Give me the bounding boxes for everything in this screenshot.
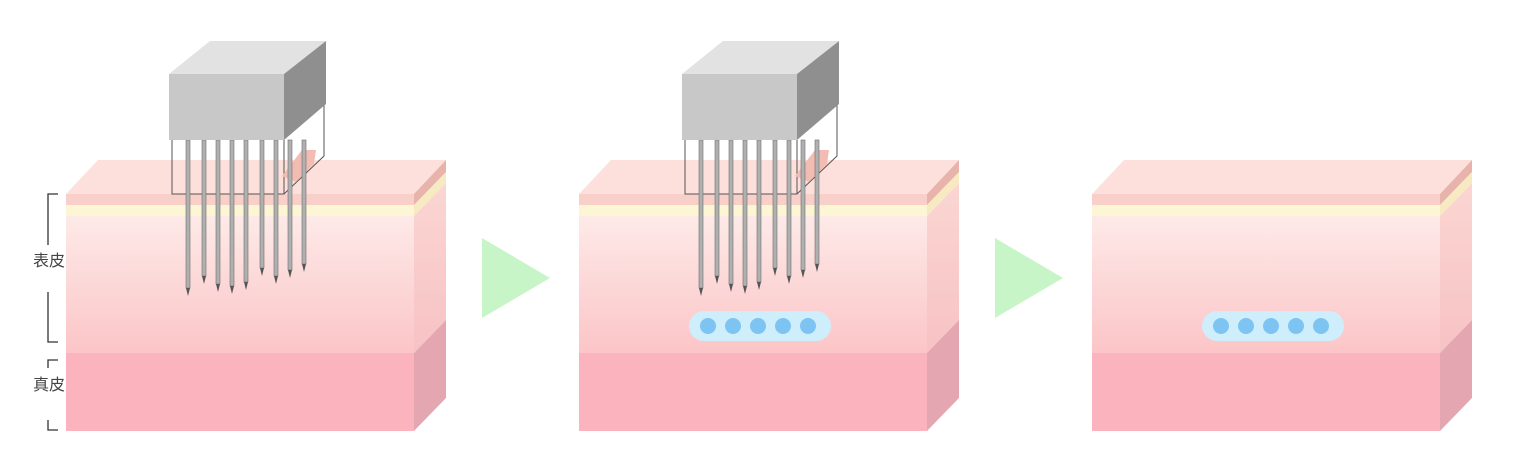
right-face-cream bbox=[1440, 172, 1472, 216]
needle-tip bbox=[715, 276, 719, 284]
device-side-face bbox=[284, 41, 326, 140]
needle-tip bbox=[773, 268, 777, 276]
dermis-bracket bbox=[47, 359, 58, 431]
needle bbox=[185, 139, 191, 289]
needle-tip bbox=[801, 270, 805, 278]
layer-labels: 表皮 真皮 bbox=[33, 193, 65, 431]
device-top-face bbox=[169, 41, 326, 74]
panel-1 bbox=[66, 41, 446, 431]
needle bbox=[756, 139, 762, 283]
right-face-dermis bbox=[927, 320, 959, 431]
right-face-cream bbox=[414, 172, 446, 216]
arrow-right-2 bbox=[995, 238, 1063, 318]
right-face-cream bbox=[927, 172, 959, 216]
epidermis-label: 表皮 bbox=[33, 251, 65, 270]
microneedle-device bbox=[169, 41, 326, 296]
needle bbox=[742, 139, 748, 287]
dermis-front bbox=[1092, 353, 1440, 431]
panel-3 bbox=[1092, 160, 1472, 431]
epidermis-bracket bbox=[47, 193, 58, 343]
needle bbox=[229, 139, 235, 287]
dermis-front bbox=[579, 353, 927, 431]
needle bbox=[287, 139, 293, 271]
skin-block bbox=[66, 160, 446, 431]
panels bbox=[66, 41, 1472, 431]
serum-dot bbox=[775, 318, 791, 334]
serum-dot bbox=[800, 318, 816, 334]
needle bbox=[728, 139, 734, 285]
serum-dot bbox=[1263, 318, 1279, 334]
serum-dot bbox=[725, 318, 741, 334]
arrow-right-1 bbox=[482, 238, 550, 318]
epidermis-cream-stripe bbox=[579, 205, 927, 216]
needle bbox=[786, 139, 792, 277]
needle-tip bbox=[302, 264, 306, 272]
right-face-surface bbox=[1440, 160, 1472, 205]
skin-top-face bbox=[1092, 160, 1472, 194]
right-face-surface bbox=[927, 160, 959, 205]
right-face-surface bbox=[414, 160, 446, 205]
needle bbox=[215, 139, 221, 285]
needle-tip bbox=[288, 270, 292, 278]
right-face-epidermis bbox=[1440, 183, 1472, 353]
device-top-face bbox=[682, 41, 839, 74]
skin-block bbox=[1092, 160, 1472, 431]
serum-dot bbox=[1313, 318, 1329, 334]
needle-tip bbox=[230, 286, 234, 294]
skin-surface-stripe bbox=[579, 194, 927, 205]
serum-capsule bbox=[689, 311, 831, 341]
serum-dot bbox=[1288, 318, 1304, 334]
right-face-epidermis bbox=[927, 183, 959, 353]
microneedle-device bbox=[682, 41, 839, 296]
needle-tip bbox=[216, 284, 220, 292]
device-side-face bbox=[797, 41, 839, 140]
needle bbox=[259, 139, 265, 269]
needle-tip bbox=[699, 288, 703, 296]
device-front-face bbox=[169, 74, 284, 140]
needle-tip bbox=[815, 264, 819, 272]
serum-dot bbox=[1213, 318, 1229, 334]
serum-dot bbox=[750, 318, 766, 334]
needle-tip bbox=[743, 286, 747, 294]
skin-surface-stripe bbox=[1092, 194, 1440, 205]
panel-2 bbox=[579, 41, 959, 431]
epidermis-cream-stripe bbox=[66, 205, 414, 216]
needle bbox=[301, 139, 307, 265]
dermis-label: 真皮 bbox=[33, 375, 65, 394]
skin-top-face bbox=[579, 160, 959, 194]
epidermis-cream-stripe bbox=[1092, 205, 1440, 216]
needle bbox=[243, 139, 249, 283]
needle-tip bbox=[274, 276, 278, 284]
epidermis-front bbox=[66, 216, 414, 353]
dermis-front bbox=[66, 353, 414, 431]
serum-dot bbox=[700, 318, 716, 334]
needle bbox=[800, 139, 806, 271]
device-front-face bbox=[682, 74, 797, 140]
needle-tip bbox=[787, 276, 791, 284]
needle-tip bbox=[260, 268, 264, 276]
needle bbox=[201, 139, 207, 277]
needle bbox=[273, 139, 279, 277]
needle bbox=[698, 139, 704, 289]
needle-tip bbox=[202, 276, 206, 284]
right-face-epidermis bbox=[414, 183, 446, 353]
needle-tip bbox=[757, 282, 761, 290]
serum-dot bbox=[1238, 318, 1254, 334]
right-face-dermis bbox=[414, 320, 446, 431]
needle-tip bbox=[244, 282, 248, 290]
needle-tip bbox=[729, 284, 733, 292]
needle bbox=[814, 139, 820, 265]
needle bbox=[714, 139, 720, 277]
serum-capsule bbox=[1202, 311, 1344, 341]
needle bbox=[772, 139, 778, 269]
right-face-dermis bbox=[1440, 320, 1472, 431]
skin-surface-stripe bbox=[66, 194, 414, 205]
skin-block bbox=[579, 160, 959, 431]
skin-top-face bbox=[66, 160, 446, 194]
needle-tip bbox=[186, 288, 190, 296]
